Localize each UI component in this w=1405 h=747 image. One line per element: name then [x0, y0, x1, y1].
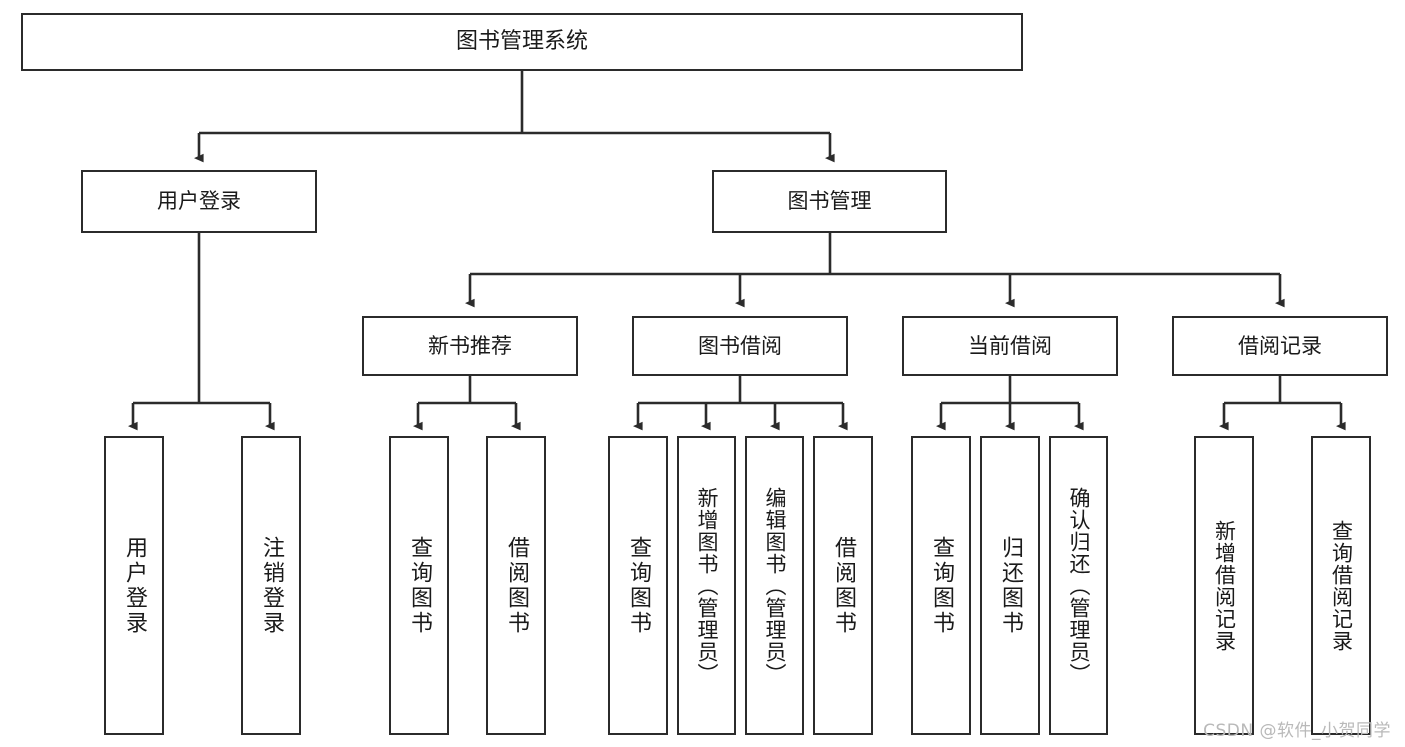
node-label: 图书管理: [787, 189, 872, 214]
node-root-system[interactable]: 图书管理系统: [21, 13, 1023, 71]
node-new-book-recommend[interactable]: 新书推荐: [362, 316, 578, 376]
node-label: 查询图书: [626, 535, 651, 636]
watermark-text: CSDN @软件_小贺同学: [1203, 721, 1391, 741]
leaf-query-book-recommend[interactable]: 查询图书: [389, 436, 449, 735]
leaf-query-book-borrow[interactable]: 查询图书: [608, 436, 668, 735]
leaf-borrow-book[interactable]: 借阅图书: [813, 436, 873, 735]
node-borrow-record[interactable]: 借阅记录: [1172, 316, 1388, 376]
node-label: 借阅记录: [1238, 333, 1322, 358]
node-label: 借阅图书: [831, 535, 856, 636]
node-label: 查询图书: [407, 535, 432, 636]
node-label: 新书推荐: [428, 333, 512, 358]
node-label: 新增图书（管理员）: [695, 486, 719, 685]
leaf-logout[interactable]: 注销登录: [241, 436, 301, 735]
node-label: 当前借阅: [968, 333, 1052, 358]
node-book-management[interactable]: 图书管理: [712, 170, 947, 233]
node-label: 查询借阅记录: [1329, 519, 1354, 652]
node-book-borrow[interactable]: 图书借阅: [632, 316, 848, 376]
node-label: 归还图书: [998, 535, 1023, 636]
node-label: 注销登录: [259, 535, 284, 636]
node-current-borrow[interactable]: 当前借阅: [902, 316, 1118, 376]
leaf-query-book-current[interactable]: 查询图书: [911, 436, 971, 735]
node-label: 图书管理系统: [455, 29, 588, 55]
node-label: 借阅图书: [504, 535, 529, 636]
node-label: 新增借阅记录: [1212, 519, 1237, 652]
node-label: 查询图书: [929, 535, 954, 636]
node-label: 用户登录: [122, 535, 147, 636]
leaf-query-borrow-record[interactable]: 查询借阅记录: [1311, 436, 1371, 735]
leaf-user-login[interactable]: 用户登录: [104, 436, 164, 735]
leaf-add-book-admin[interactable]: 新增图书（管理员）: [677, 436, 736, 735]
node-label: 确认归还（管理员）: [1067, 486, 1091, 685]
node-user-login[interactable]: 用户登录: [81, 170, 317, 233]
leaf-return-book[interactable]: 归还图书: [980, 436, 1040, 735]
node-label: 图书借阅: [698, 333, 782, 358]
node-label: 编辑图书（管理员）: [763, 486, 787, 685]
leaf-edit-book-admin[interactable]: 编辑图书（管理员）: [745, 436, 804, 735]
node-label: 用户登录: [157, 189, 241, 214]
leaf-borrow-book-recommend[interactable]: 借阅图书: [486, 436, 546, 735]
leaf-add-borrow-record[interactable]: 新增借阅记录: [1194, 436, 1254, 735]
leaf-confirm-return-admin[interactable]: 确认归还（管理员）: [1049, 436, 1108, 735]
